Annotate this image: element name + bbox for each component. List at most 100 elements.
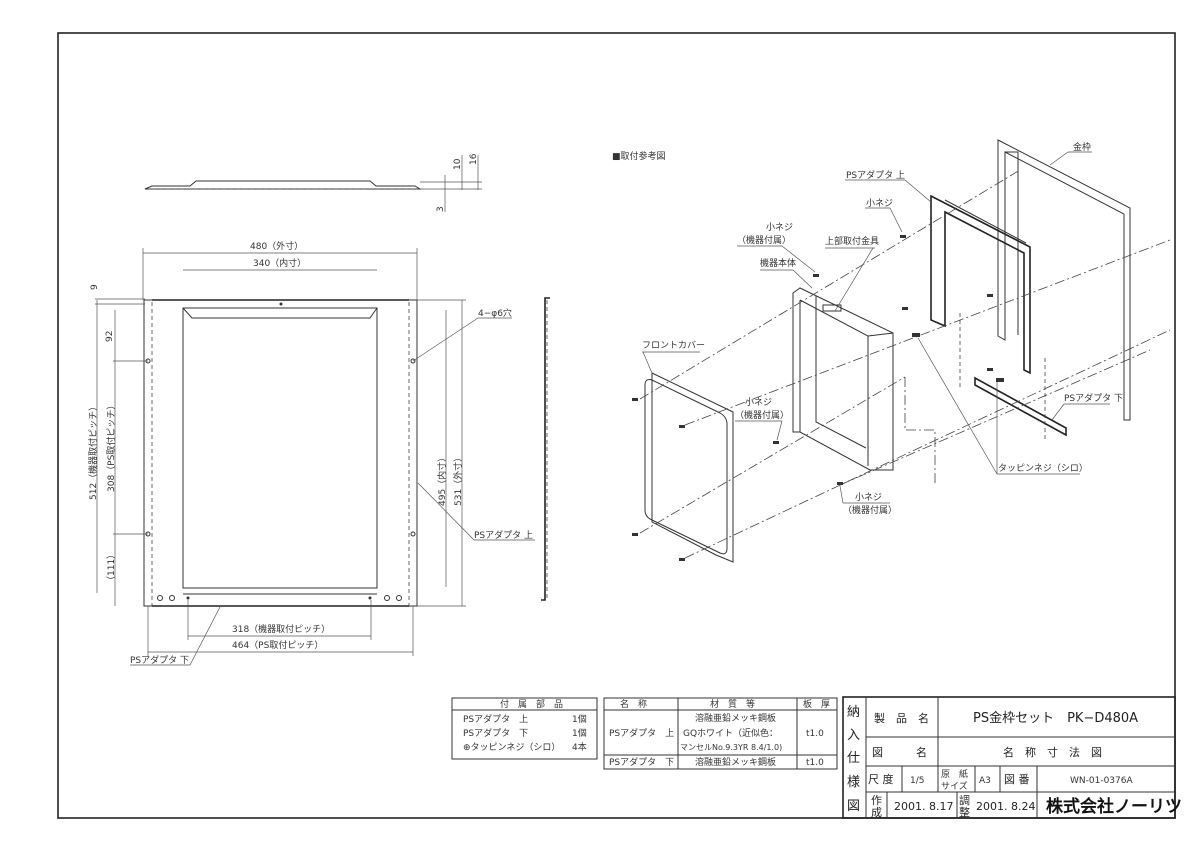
materials-header-material: 材 質 等 — [710, 698, 755, 710]
dim-464: 464（PS取付ピッチ） — [232, 640, 323, 651]
side-char: 入 — [847, 728, 860, 743]
adjusted-date: 2001. 8.24 — [976, 800, 1035, 813]
drawing-label: 図 名 — [872, 745, 927, 759]
sheet-border — [57, 32, 1176, 819]
material-row-thickness: t1.0 — [806, 729, 824, 739]
screw-icon — [902, 307, 908, 310]
created-label: 作 — [871, 794, 882, 807]
dim-340: 340（内寸） — [253, 257, 306, 269]
screw-icon — [987, 294, 993, 297]
ps-adapter-lower — [959, 313, 1067, 440]
label-screw-3: 小ネジ — [745, 397, 772, 408]
created-label: 成 — [871, 806, 882, 819]
dim-531: 531（外寸） — [452, 453, 464, 506]
dim-512: 512（機器取付ピッチ） — [87, 402, 99, 500]
materials-header-name: 名 称 — [620, 698, 647, 710]
accessory-qty: 1個 — [572, 727, 587, 739]
side-char: 仕 — [847, 751, 860, 766]
material-row-name: PSアダプタ 上 — [609, 727, 674, 739]
created-date: 2001. 8.17 — [894, 800, 953, 813]
title-block: 納 入 仕 様 図 製 品 名 PS金枠セット PK−D480A 図 名 名 称… — [842, 696, 1182, 819]
accessory-qty: 1個 — [572, 713, 587, 725]
paper-label: 原 紙 — [941, 768, 968, 780]
side-char: 納 — [847, 705, 860, 720]
dim-318: 318（機器取付ピッチ） — [232, 623, 330, 635]
appliance-body — [792, 287, 894, 471]
dim-9: 9 — [90, 284, 100, 290]
scale-label: 尺 度 — [868, 772, 894, 786]
dim-308: 308（PS取付ピッチ） — [106, 401, 117, 492]
screw-icon — [813, 274, 819, 277]
dim-3: 3 — [436, 206, 446, 212]
ps-adapter-upper — [930, 194, 1031, 375]
dim-111: （111） — [106, 550, 117, 585]
label-screw-4: 小ネジ — [855, 492, 882, 503]
screw-icon — [987, 368, 993, 371]
material-row-material: 溶融亜鉛メッキ鋼板 — [695, 756, 776, 768]
screw-icon — [679, 425, 685, 428]
number-value: WN-01-0376A — [1070, 776, 1133, 786]
label-screw-4-note: （機器付属） — [843, 504, 897, 516]
number-label: 図 番 — [1004, 773, 1030, 786]
company-logo-text: 株式会社ノーリツ — [1046, 796, 1182, 817]
product-label: 製 品 名 — [874, 711, 929, 725]
product-value: PS金枠セット PK−D480A — [973, 710, 1138, 726]
screw-icon — [837, 482, 843, 485]
mounting-holes — [145, 302, 416, 601]
label-adapter-lower: PSアダプタ 下 — [1064, 392, 1123, 404]
material-row-thickness: t1.0 — [806, 758, 824, 768]
label-body: 機器本体 — [760, 257, 796, 269]
screw-icon — [679, 558, 685, 561]
material-row-name: PSアダプタ 下 — [609, 756, 674, 768]
screws — [632, 235, 1004, 561]
dim-16: 16 — [469, 153, 479, 165]
label-screw-3-note: （機器付属） — [735, 409, 789, 421]
dim-480: 480（外寸） — [250, 240, 303, 252]
accessory-name: PSアダプタ 上 — [463, 713, 528, 725]
adjusted-label: 調 — [959, 793, 970, 807]
label-screw-2-note: （機器付属） — [737, 234, 791, 246]
paper-label: サイズ — [941, 780, 968, 792]
accessory-qty: 4本 — [572, 741, 587, 753]
metal-frame — [997, 139, 1131, 421]
label-tapping-screw: タッピンネジ（シロ） — [998, 463, 1088, 474]
adjusted-label: 整 — [959, 805, 970, 819]
top-edge-view: 10 16 3 — [144, 153, 482, 212]
materials-table: 名 称 材 質 等 板 厚 PSアダプタ 上 溶融亜鉛メッキ鋼板 GQホワイト（… — [603, 697, 838, 770]
side-char: 様 — [847, 775, 860, 790]
front-cover — [644, 372, 734, 563]
label-frame: 金枠 — [1073, 141, 1091, 153]
label-top-bracket: 上部取付金具 — [825, 235, 879, 247]
material-row-material: マンセルNo.9.3YR 8.4/1.0) — [680, 743, 782, 752]
screw-icon — [632, 533, 638, 536]
side-char: 図 — [847, 799, 860, 814]
exploded-view: ■取付参考図 — [612, 139, 1171, 563]
label-adapter-lower-left: PSアダプタ 下 — [130, 654, 189, 666]
drawing-value: 名 称 寸 法 図 — [1003, 745, 1102, 759]
label-adapter-upper: PSアダプタ 上 — [846, 169, 905, 181]
accessory-name: ⊕タッピンネジ（シロ） — [463, 742, 560, 753]
label-holes: 4−φ6穴 — [478, 307, 512, 319]
labels: 金枠 PSアダプタ 上 小ネジ 小ネジ （機器付属） 上部取付金具 機器本体 フ… — [642, 141, 1123, 516]
scale-value: 1/5 — [910, 776, 924, 786]
accessories-table: 付 属 部 品 PSアダプタ 上 1個 PSアダプタ 下 1個 ⊕タッピンネジ（… — [451, 697, 598, 760]
dim-495: 495（内寸） — [436, 453, 448, 506]
paper-value: A3 — [979, 776, 991, 786]
label-screw-2: 小ネジ — [766, 222, 793, 233]
material-row-material: GQホワイト（近似色： — [683, 727, 778, 739]
label-front-cover: フロントカバー — [642, 340, 705, 351]
dimensions: 480（外寸） 340（内寸） 9 92 512（機器取付ピッチ） 308（PS… — [87, 240, 535, 666]
front-view — [143, 297, 550, 607]
exploded-view-title: ■取付参考図 — [612, 150, 666, 162]
dim-10: 10 — [453, 158, 463, 170]
screw-icon — [900, 235, 906, 238]
material-row-material: 溶融亜鉛メッキ鋼板 — [695, 712, 776, 724]
assembly-lines — [639, 169, 1171, 559]
materials-header-thickness: 板 厚 — [803, 698, 830, 710]
label-screw-1: 小ネジ — [866, 198, 893, 209]
label-adapter-upper-left: PSアダプタ 上 — [474, 529, 533, 541]
accessories-header: 付 属 部 品 — [500, 698, 563, 710]
screw-icon — [632, 398, 638, 401]
accessory-name: PSアダプタ 下 — [463, 727, 528, 739]
